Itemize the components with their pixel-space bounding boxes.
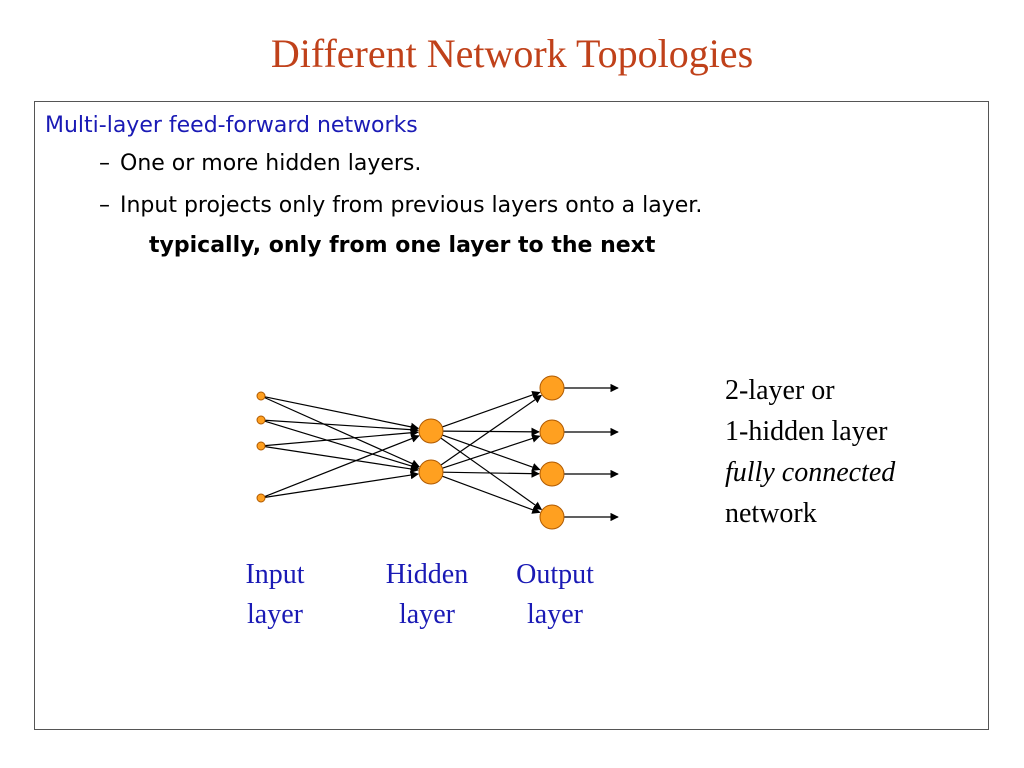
section-heading: Multi-layer feed-forward networks [45,113,418,138]
bullet-item: –One or more hidden layers. [99,151,421,176]
output-node [539,419,565,445]
input-hidden-edge [264,470,419,498]
input-node [256,391,266,401]
hidden-output-edge [442,427,540,437]
hidden-output-edge [442,434,541,469]
input-hidden-edge [264,419,419,434]
input-node [256,441,266,451]
hidden-output-edge [440,394,543,466]
bullet-item: –Input projects only from previous layer… [99,193,702,218]
network-diagram [256,375,619,530]
input-layer-label: Input layer [225,555,325,635]
slide-title: Different Network Topologies [270,31,754,76]
label-line: layer [399,599,455,630]
input-node [256,493,266,503]
side-note-line: fully connected [725,457,896,488]
input-hidden-edge [264,397,420,468]
hidden-output-edge [442,475,541,514]
label-line: Hidden [385,559,469,590]
input-hidden-edge [264,396,420,431]
output-node [539,504,565,530]
bullet-text: One or more hidden layers. [120,151,422,176]
bullet-dash: – [99,151,110,176]
label-line: Input [245,559,305,590]
label-line: layer [527,599,583,630]
bullet-text: Input projects only from previous layers… [120,193,703,218]
note-text: typically, only from one layer to the ne… [149,233,656,258]
hidden-node [418,459,444,485]
input-hidden-edge [264,420,420,471]
output-layer-label: Output layer [505,555,605,635]
content-box: Multi-layer feed-forward networks –One o… [34,101,989,730]
output-node [539,461,565,487]
hidden-layer-label: Hidden layer [377,555,477,635]
input-node [256,415,266,425]
side-note: 2-layer or 1-hidden layer fully connecte… [725,370,895,534]
input-hidden-edge [264,428,419,447]
bullet-dash: – [99,193,110,218]
side-note-line: network [725,498,817,529]
side-note-line: 1-hidden layer [725,416,888,447]
output-node [539,375,565,401]
input-hidden-edge [264,434,420,498]
hidden-output-edge [440,437,543,510]
label-line: layer [247,599,303,630]
hidden-output-edge [442,469,540,478]
hidden-output-edge [442,390,541,428]
label-line: Output [516,559,594,590]
side-note-line: 2-layer or [725,375,835,406]
hidden-node [418,418,444,444]
input-hidden-edge [264,446,419,474]
